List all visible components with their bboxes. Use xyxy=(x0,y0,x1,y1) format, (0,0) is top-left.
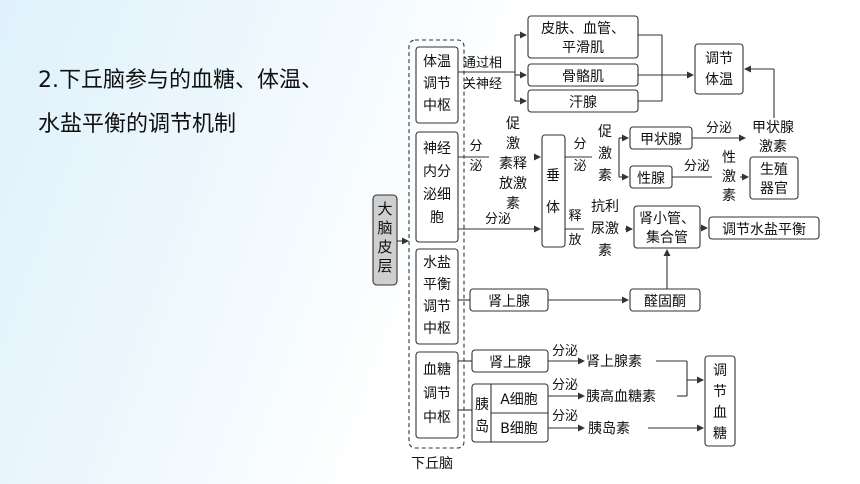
regulate-glucose-box xyxy=(704,355,736,447)
via-nerve-text: 关神经 xyxy=(463,77,502,92)
thyroxine-text: 甲状腺 xyxy=(752,120,794,136)
regulate-glucose-text: 节 xyxy=(713,384,727,400)
sex-hormone-text: 激 xyxy=(722,168,736,185)
cortex-char: 脑 xyxy=(377,219,392,237)
kidney-tubule-text: 集合管 xyxy=(646,229,688,246)
cortex-char: 大 xyxy=(377,200,392,218)
aldosterone-box xyxy=(629,288,701,312)
secrete-text: 分泌 xyxy=(485,212,511,227)
water-balance-text: 调节水盐平衡 xyxy=(722,222,806,238)
insulin-text: 胰岛素 xyxy=(588,421,630,437)
adrenal-text: 肾上腺 xyxy=(488,294,530,310)
trh-text: 放激 xyxy=(499,175,527,192)
adh-text: 尿激 xyxy=(591,220,619,237)
trh-text: 激 xyxy=(506,135,520,152)
temp-center-text: 中枢 xyxy=(423,98,451,114)
secrete-text: 分 xyxy=(573,137,586,152)
regulate-temp-box xyxy=(694,43,744,95)
skeletal-muscle-text: 骨骼肌 xyxy=(562,69,604,85)
water-center-text: 水盐 xyxy=(423,255,451,271)
aldosterone-text: 醛固酮 xyxy=(644,294,686,310)
pituitary-text: 体 xyxy=(546,200,560,216)
neuro-center-box xyxy=(415,131,459,243)
kidney-tubule-box xyxy=(633,205,701,249)
release-text: 释 xyxy=(568,209,581,224)
tsh-text: 激 xyxy=(598,145,612,162)
neuro-center-text: 神经 xyxy=(423,141,451,157)
reproductive-organ-text: 生殖 xyxy=(760,161,788,178)
neuro-center-text: 胞 xyxy=(430,210,444,226)
hypothalamus-frame xyxy=(408,39,465,449)
secrete-text: 分泌 xyxy=(552,409,578,424)
water-balance-box xyxy=(708,216,820,240)
skin-vessel-text: 平滑肌 xyxy=(562,39,604,56)
pancreas-text: 胰 xyxy=(475,397,489,413)
kidney-tubule-text: 肾小管、 xyxy=(639,211,695,227)
secrete-text: 分泌 xyxy=(552,378,578,393)
glucagon-text: 胰高血糖素 xyxy=(586,388,656,405)
temp-center-text: 体温 xyxy=(423,54,451,70)
reproductive-organ-box xyxy=(749,156,799,200)
tsh-text: 促 xyxy=(598,124,612,140)
water-center-text: 平衡 xyxy=(423,277,451,293)
secrete-text: 泌 xyxy=(469,159,482,174)
thyroxine-text: 激素 xyxy=(759,138,787,155)
glucose-center-text: 中枢 xyxy=(423,410,451,426)
hypothalamus-label: 下丘脑 xyxy=(411,456,453,472)
thyroid-text: 甲状腺 xyxy=(640,132,682,148)
heading-line-2: 水盐平衡的调节机制 xyxy=(38,112,237,137)
tsh-text: 素 xyxy=(598,168,612,184)
regulate-glucose-text: 糖 xyxy=(713,426,727,442)
temp-center-box xyxy=(415,46,459,124)
pituitary-box xyxy=(541,134,566,248)
skin-vessel-box xyxy=(527,15,639,59)
water-center-text: 中枢 xyxy=(423,321,451,337)
reproductive-organ-text: 器官 xyxy=(760,181,788,197)
via-nerve-text: 通过相 xyxy=(463,56,502,71)
secrete-text: 分泌 xyxy=(552,344,578,359)
regulate-glucose-text: 调 xyxy=(713,363,727,379)
secrete-text: 泌 xyxy=(573,159,586,174)
heading-line-1: 2.下丘脑参与的血糖、体温、 xyxy=(38,68,323,93)
b-cell-text: B细胞 xyxy=(500,421,538,437)
release-text: 放 xyxy=(568,233,581,248)
secrete-text: 分 xyxy=(469,139,482,154)
sweat-gland-text: 汗腺 xyxy=(569,95,597,111)
regulate-temp-text: 体温 xyxy=(705,72,733,88)
cortex-char: 皮 xyxy=(377,238,392,256)
cortex-box xyxy=(372,194,398,286)
secrete-text: 分泌 xyxy=(684,159,710,174)
glucose-center-text: 血糖 xyxy=(423,362,451,378)
adh-text: 素 xyxy=(598,243,612,259)
water-center-box xyxy=(415,248,459,345)
glucose-center-box xyxy=(415,351,459,439)
trh-text: 促 xyxy=(506,116,520,132)
regulate-glucose-text: 血 xyxy=(713,405,727,421)
neuro-center-text: 泌细 xyxy=(423,187,451,203)
skin-vessel-text: 皮肤、血管、 xyxy=(541,21,625,37)
glucose-adrenal-text: 肾上腺 xyxy=(489,355,531,371)
pancreas-text: 岛 xyxy=(475,419,489,435)
neuro-center-text: 内分 xyxy=(423,164,451,180)
trh-text: 素 xyxy=(506,196,520,212)
water-center-text: 调节 xyxy=(423,299,451,315)
regulate-temp-text: 调节 xyxy=(705,51,733,67)
gonad-text: 性腺 xyxy=(637,171,665,187)
pituitary-text: 垂 xyxy=(546,168,560,184)
sex-hormone-text: 性 xyxy=(722,150,736,166)
adrenaline-text: 肾上腺素 xyxy=(586,354,642,370)
glucose-center-text: 调节 xyxy=(423,386,451,402)
adh-text: 抗利 xyxy=(591,199,619,215)
secrete-text: 分泌 xyxy=(706,121,732,136)
cortex-char: 层 xyxy=(377,257,392,275)
trh-text: 素释 xyxy=(499,156,527,172)
temp-center-text: 调节 xyxy=(423,76,451,92)
cortex-label: 大 脑 皮 层 xyxy=(377,200,392,275)
sex-hormone-text: 素 xyxy=(722,188,736,204)
a-cell-text: A细胞 xyxy=(500,392,538,408)
